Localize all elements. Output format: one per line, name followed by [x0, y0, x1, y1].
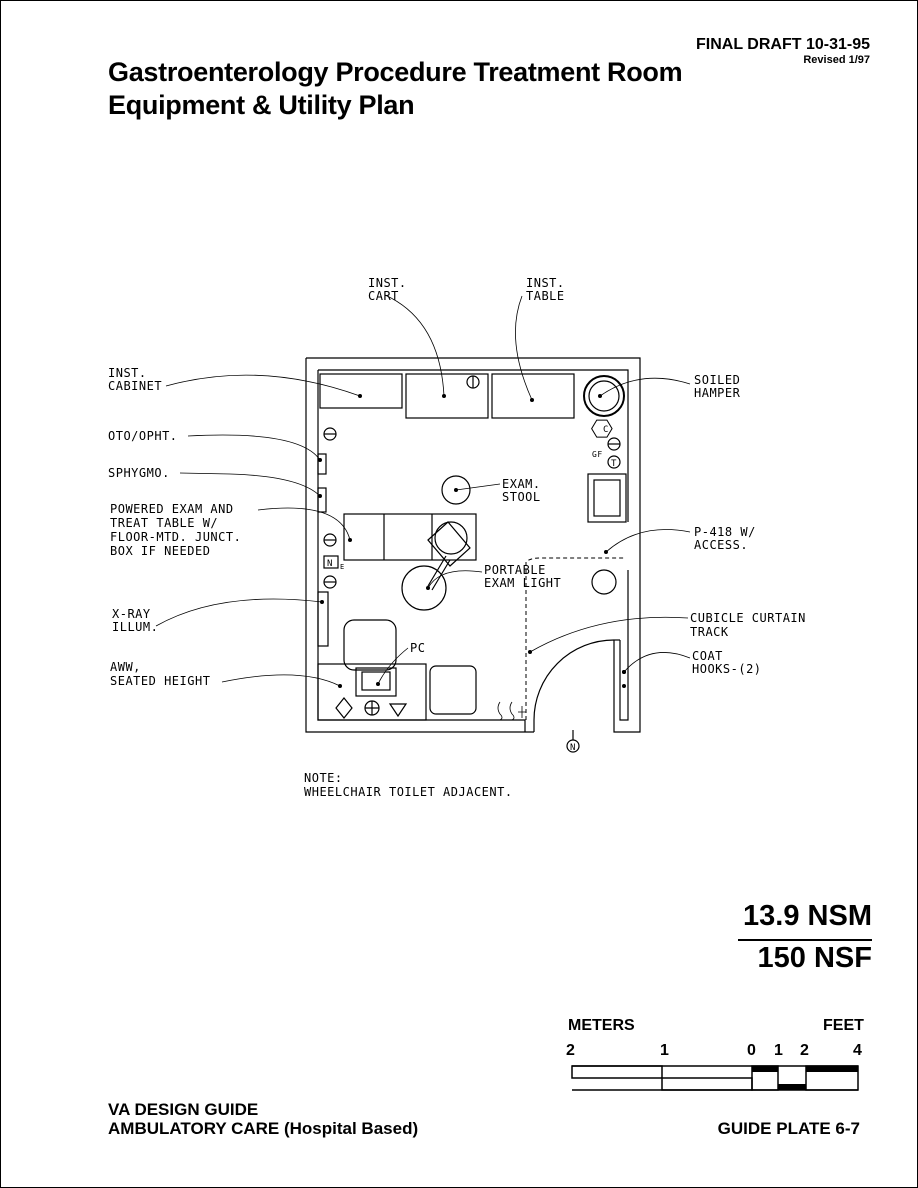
area-nsf: 150 NSF	[757, 942, 872, 974]
label-inst-cart-1: INST.	[368, 276, 407, 290]
scale-tick: 1	[660, 1042, 669, 1059]
scale-meters-label: METERS	[568, 1017, 635, 1034]
north-arrow	[566, 730, 580, 753]
label-inst-cart-2: CART	[368, 289, 399, 303]
scale-tick: 1	[774, 1042, 783, 1059]
label-xray-1: X-RAY	[112, 607, 151, 621]
footer-guide: VA DESIGN GUIDE	[108, 1100, 259, 1119]
label-exam-stool-1: EXAM.	[502, 477, 541, 491]
label-powered-table-2: TREAT TABLE W/	[110, 516, 218, 530]
symbol-e: E	[340, 563, 345, 571]
label-powered-table-3: FLOOR-MTD. JUNCT.	[110, 530, 241, 544]
door-swing	[533, 639, 615, 721]
label-aww-2: SEATED HEIGHT	[110, 674, 210, 688]
label-sphygmo: SPHYGMO.	[108, 466, 170, 480]
label-soiled-hamper-2: HAMPER	[694, 386, 741, 400]
symbol-gf: GF	[592, 450, 603, 459]
label-portable-light-2: EXAM LIGHT	[484, 576, 561, 590]
label-soiled-hamper-1: SOILED	[694, 373, 740, 387]
exam-table	[343, 513, 477, 561]
label-exam-stool-2: STOOL	[502, 490, 541, 504]
label-coat-hooks-1: COAT	[692, 649, 723, 663]
draft-stamp: FINAL DRAFT 10-31-95	[696, 36, 870, 53]
label-p418-1: P-418 W/	[694, 525, 756, 539]
label-oto-opht: OTO/OPHT.	[108, 429, 178, 443]
label-note-1: NOTE:	[304, 771, 343, 785]
page-subtitle: Equipment & Utility Plan	[108, 90, 415, 120]
area-divider	[738, 939, 872, 941]
label-powered-table-4: BOX IF NEEDED	[110, 544, 210, 558]
label-curtain-2: TRACK	[690, 625, 729, 639]
symbol-n: N	[327, 559, 333, 569]
scale-bar	[571, 1065, 859, 1091]
inst-cart	[405, 373, 489, 419]
label-curtain-1: CUBICLE CURTAIN	[690, 611, 806, 625]
label-pc: PC	[410, 641, 425, 655]
area-nsm: 13.9 NSM	[743, 900, 872, 932]
label-portable-light-1: PORTABLE	[484, 563, 546, 577]
label-xray-2: ILLUM.	[112, 620, 158, 634]
curtain-track	[525, 557, 626, 720]
soiled-hamper	[583, 375, 625, 417]
aww-counter	[317, 663, 427, 721]
chair	[343, 619, 397, 671]
p418-fixture	[591, 569, 617, 595]
page-title: Gastroenterology Procedure Treatment Roo…	[108, 57, 683, 87]
label-inst-table-1: INST.	[526, 276, 565, 290]
sink-cabinet	[587, 473, 627, 523]
guide-plate: GUIDE PLATE 6-7	[717, 1119, 860, 1138]
leader-lines	[155, 294, 691, 688]
scale-feet-label: FEET	[823, 1017, 864, 1034]
footer-subtitle: AMBULATORY CARE (Hospital Based)	[108, 1119, 419, 1138]
exam-stool	[441, 475, 471, 505]
revised-date: Revised 1/97	[803, 54, 870, 66]
scale-tick: 0	[747, 1042, 756, 1059]
label-note-2: WHEELCHAIR TOILET ADJACENT.	[304, 785, 513, 799]
room-walls	[305, 357, 641, 733]
inst-table	[491, 373, 575, 419]
label-coat-hooks-2: HOOKS-(2)	[692, 662, 762, 676]
label-aww-1: AWW,	[110, 660, 141, 674]
scale-tick: 2	[800, 1042, 809, 1059]
label-powered-table-1: POWERED EXAM AND	[110, 502, 234, 516]
xray-illum	[317, 591, 329, 647]
symbol-c: C	[603, 425, 609, 435]
symbol-north: N	[570, 743, 576, 753]
scale-tick: 2	[566, 1042, 575, 1059]
inst-cabinet	[319, 373, 403, 409]
portable-exam-light	[401, 565, 447, 611]
label-inst-cabinet-2: CABINET	[108, 379, 162, 393]
symbol-t: T	[611, 459, 617, 469]
scale-tick: 4	[853, 1042, 862, 1059]
label-p418-2: ACCESS.	[694, 538, 748, 552]
label-inst-table-2: TABLE	[526, 289, 565, 303]
label-inst-cabinet-1: INST.	[108, 366, 147, 380]
pc-workstation	[355, 667, 397, 697]
